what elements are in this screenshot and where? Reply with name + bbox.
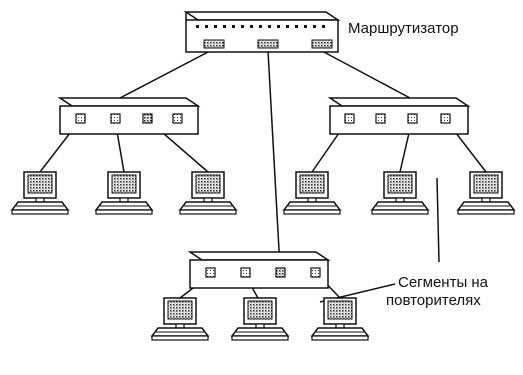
repeater-port — [111, 114, 120, 123]
router-label: Маршрутизатор — [348, 20, 459, 37]
repeater-right — [330, 98, 468, 134]
segments-label-line1: Сегменты на — [398, 274, 488, 291]
repeater-port — [206, 268, 215, 277]
computer-icon — [458, 172, 514, 214]
computer-icon — [180, 172, 236, 214]
repeater-port — [241, 268, 250, 277]
router — [186, 12, 338, 52]
router-port — [312, 40, 332, 48]
router-to-bottom-repeater — [268, 51, 280, 268]
repeater-bottom — [190, 252, 328, 288]
computer-icon — [284, 172, 340, 214]
repeater-port — [441, 114, 450, 123]
repeater-port — [376, 114, 385, 123]
repeater-port — [76, 114, 85, 123]
repeater-port — [408, 114, 417, 123]
repeater-port — [143, 114, 152, 123]
computer-icon — [12, 172, 68, 214]
router-led-strip — [196, 25, 325, 28]
repeater-port — [345, 114, 354, 123]
repeater-port — [311, 268, 320, 277]
router-port — [258, 40, 278, 48]
repeater-left — [60, 98, 198, 134]
computer-icon — [372, 172, 428, 214]
computer-icon — [152, 298, 208, 340]
computer-icon — [96, 172, 152, 214]
router-to-left-repeater — [120, 51, 210, 98]
repeater-port — [276, 268, 285, 277]
router-port — [204, 40, 224, 48]
segment-leader-1 — [437, 178, 439, 262]
router-to-right-repeater — [322, 51, 410, 98]
computer-icon — [312, 298, 368, 340]
segments-label-line2: повторителях — [386, 292, 481, 309]
computer-icon — [232, 298, 288, 340]
repeater-port — [173, 114, 182, 123]
